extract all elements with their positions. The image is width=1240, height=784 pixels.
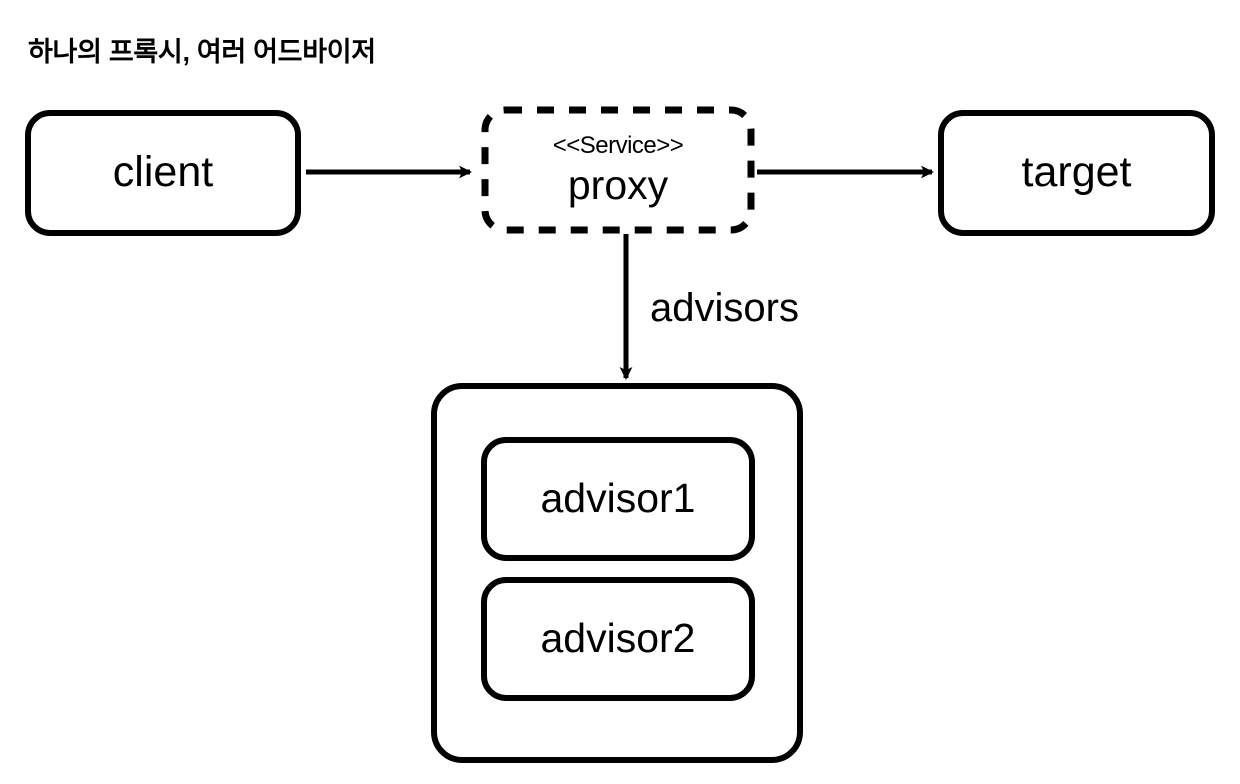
edge-advisors-label: advisors [650,286,799,330]
node-advisor2-shape[interactable] [481,577,755,701]
node-client-shape[interactable] [25,110,301,236]
node-advisor1-shape[interactable] [481,437,755,561]
node-target-shape[interactable] [938,110,1215,236]
node-proxy-shape[interactable] [481,106,755,234]
diagram-title: 하나의 프록시, 여러 어드바이저 [28,37,376,67]
